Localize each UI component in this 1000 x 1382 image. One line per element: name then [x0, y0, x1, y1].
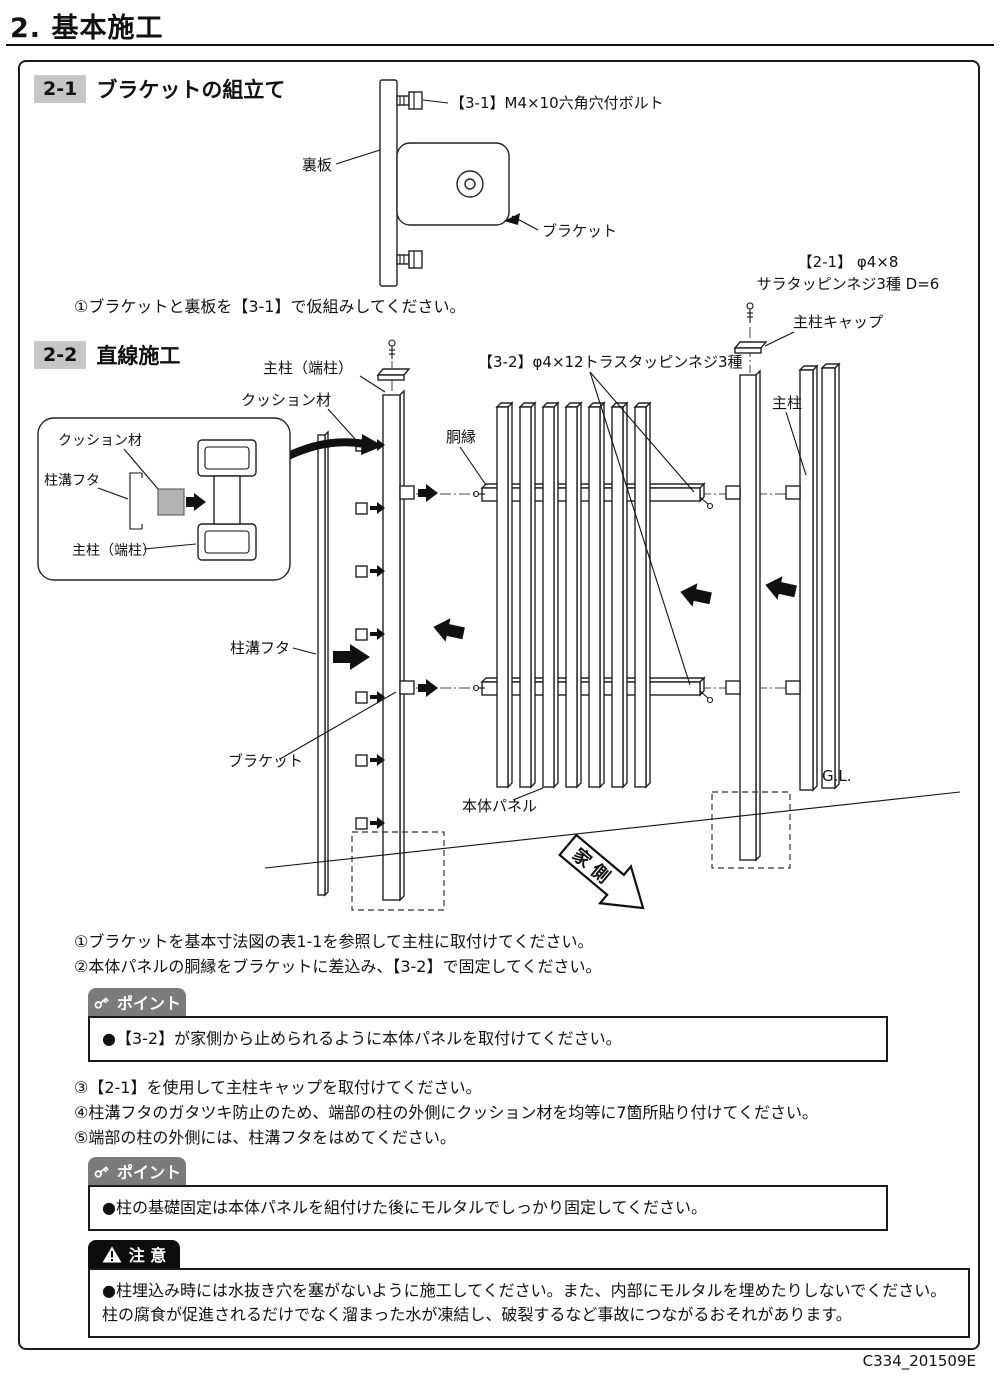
- section-2-2-header: 2-2 直線施工: [34, 340, 180, 370]
- post-bracket-upper: [785, 485, 801, 500]
- end-post: [376, 339, 415, 902]
- curved-insert-arrow: [282, 438, 365, 462]
- cap-screw-right: [746, 302, 754, 323]
- next-post-pair: [785, 362, 841, 792]
- ground-line: [264, 791, 961, 869]
- hex-bolt-bottom: [396, 250, 423, 269]
- caution-body: ●柱埋込み時には水抜き穴を塞がないように施工してください。また、内部にモルタルを…: [88, 1268, 970, 1338]
- post-cap-label: 主柱キャップ: [793, 313, 883, 331]
- groove-cover-label: 柱溝フタ: [230, 639, 290, 657]
- main-post: [725, 302, 768, 862]
- caution-chip: 注 意: [88, 1240, 180, 1268]
- bracket-assembly-diagram: 【3-1】M4×10六角穴付ボルト 裏板 ブラケット: [302, 79, 664, 287]
- house-side-arrow: 家側: [558, 833, 645, 910]
- post-bracket-lower: [725, 680, 741, 695]
- title-rule: [6, 44, 994, 46]
- step-2-2-1: ①ブラケットを基本寸法図の表1-1を参照して主柱に取付けてください。: [74, 932, 594, 951]
- end-post-cap: [376, 368, 411, 381]
- step-2-2-4: ④柱溝フタのガタツキ防止のため、端部の柱の外側にクッション材を均等に7箇所貼り付…: [74, 1103, 819, 1122]
- section-2-1-title: ブラケットの組立て: [96, 78, 286, 102]
- point-2-chip: ポイント: [88, 1157, 186, 1185]
- key-icon: [94, 1165, 109, 1178]
- alignment-lines: [391, 327, 794, 689]
- inset-cushion-label: クッション材: [58, 433, 142, 449]
- bracket-label: ブラケット: [228, 752, 303, 770]
- caution-label: 注 意: [128, 1246, 167, 1265]
- post-bracket-upper: [399, 485, 415, 500]
- bolt-3-1-label: 【3-1】M4×10六角穴付ボルト: [450, 94, 664, 112]
- screw-3-2-label: 【3-2】φ4×12トラスタッピンネジ3種: [478, 353, 743, 371]
- inset-end-post-label: 主柱（端柱）: [72, 543, 156, 559]
- main-post-label: 主柱: [772, 394, 802, 412]
- post-bracket-upper: [725, 485, 741, 500]
- panel-slats: [495, 401, 652, 789]
- straight-installation-diagram: 家側 クッション材 柱溝フタ 主柱（端柱）: [37, 253, 961, 911]
- back-plate-label: 裏板: [302, 156, 332, 174]
- section-2-1-header: 2-1 ブラケットの組立て: [34, 74, 285, 104]
- end-post-label: 主柱（端柱）: [263, 359, 353, 377]
- panel-label: 本体パネル: [462, 797, 537, 815]
- main-post-cap: [733, 341, 768, 354]
- groove-cover-section: [129, 472, 143, 530]
- bracket-plate: [396, 142, 510, 226]
- cap-screw-left: [388, 339, 396, 359]
- post-bracket-lower: [785, 680, 801, 695]
- step-2-1-1: ①ブラケットと裏板を【3-1】で仮組みしてください。: [74, 297, 466, 316]
- ground-level-label: G.L.: [822, 767, 852, 785]
- cushion-piece-section: [157, 488, 185, 516]
- point-1-label: ポイント: [116, 994, 181, 1013]
- page-title: 2. 基本施工: [10, 13, 164, 44]
- section-2-1-number: 2-1: [34, 74, 87, 104]
- point-1-chip: ポイント: [88, 988, 186, 1016]
- cushion-pieces: [355, 439, 385, 830]
- point-2-label: ポイント: [116, 1163, 181, 1182]
- post-cross-section: [197, 439, 257, 561]
- warning-icon: [102, 1246, 122, 1262]
- groove-cover-strip: [317, 430, 329, 897]
- step-2-2-5: ⑤端部の柱の外側には、柱溝フタをはめてください。: [74, 1128, 456, 1147]
- section-2-2-title: 直線施工: [96, 344, 181, 368]
- section-2-2-number: 2-2: [34, 340, 87, 370]
- bracket-arrowhead: [504, 213, 520, 225]
- point-2-body: ●柱の基礎固定は本体パネルを組付けた後にモルタルでしっかり固定してください。: [88, 1185, 888, 1231]
- hex-bolt-top: [396, 91, 423, 110]
- inset-groove-cover-label: 柱溝フタ: [44, 473, 100, 489]
- screw-2-1-label-line2: サラタッピンネジ3種 D=6: [757, 275, 940, 293]
- document-code: C334_201509E: [862, 1352, 976, 1370]
- rail-label: 胴縁: [446, 428, 476, 446]
- step-2-2-3: ③【2-1】を使用して主柱キャップを取付けてください。: [74, 1078, 482, 1097]
- curved-insert-arrowhead: [361, 434, 383, 455]
- foundations: [351, 791, 791, 911]
- cross-section-inset: クッション材 柱溝フタ 主柱（端柱）: [37, 417, 291, 581]
- cushion-label: クッション材: [241, 391, 331, 409]
- bracket-label: ブラケット: [542, 222, 617, 240]
- screw-2-1-label-line1: 【2-1】 φ4×8: [798, 253, 899, 271]
- rail-screws: [472, 490, 714, 704]
- insert-arrow: [186, 493, 206, 511]
- step-2-2-2: ②本体パネルの胴縁をブラケットに差込み、【3-2】で固定してください。: [74, 957, 602, 976]
- key-icon: [94, 996, 109, 1009]
- assembly-arrows: [333, 484, 797, 697]
- leader-lines: [279, 331, 807, 801]
- post-bracket-lower: [399, 680, 415, 695]
- content-border: [18, 60, 980, 1350]
- point-1-body: ●【3-2】が家側から止められるように本体パネルを取付けてください。: [88, 1016, 888, 1062]
